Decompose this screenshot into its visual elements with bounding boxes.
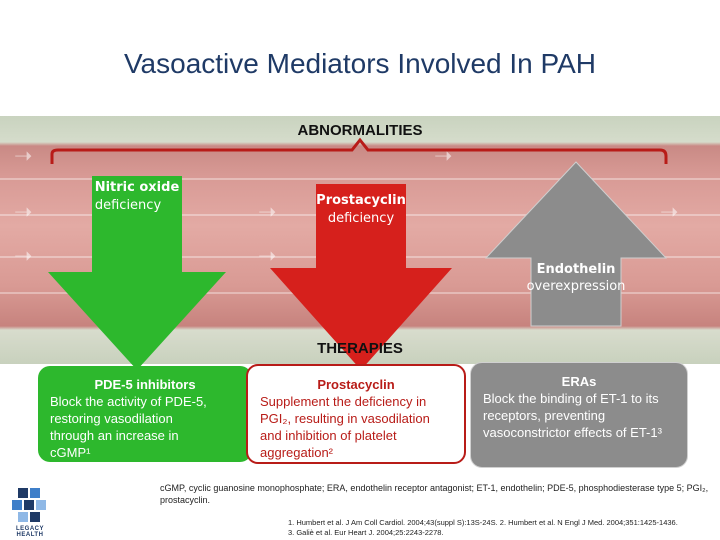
therapy-box-pde5: PDE-5 inhibitors Block the activity of P… bbox=[38, 366, 252, 462]
abbreviations-footnote: cGMP, cyclic guanosine monophosphate; ER… bbox=[160, 483, 709, 505]
therapy-line: Block the activity of PDE-5, bbox=[50, 394, 207, 409]
endothelin-title: Endothelin bbox=[536, 262, 616, 277]
blood-vessel-background: ➝ ➝ ➝ ➝ ➝ ➝ ➝ bbox=[0, 116, 720, 364]
therapy-title: PDE-5 inhibitors bbox=[94, 377, 196, 392]
flow-arrow-icon: ➝ bbox=[660, 200, 679, 225]
therapy-line: receptors, preventing bbox=[483, 408, 606, 423]
slide-title: Vasoactive Mediators Involved In PAH bbox=[123, 48, 597, 79]
therapy-line: Supplement the deficiency in bbox=[260, 394, 427, 409]
therapy-line: restoring vasodilation bbox=[50, 411, 173, 426]
flow-arrow-icon: ➝ bbox=[14, 144, 33, 169]
therapy-line: cGMP¹ bbox=[50, 445, 91, 460]
therapy-line: aggregation² bbox=[260, 445, 333, 460]
therapy-line: and inhibition of platelet bbox=[260, 428, 397, 443]
therapy-line: through an increase in bbox=[50, 428, 179, 443]
therapies-label: THERAPIES bbox=[317, 340, 403, 357]
therapy-box-prostacyclin: Prostacyclin Supplement the deficiency i… bbox=[246, 364, 466, 464]
therapy-box-eras: ERAs Block the binding of ET-1 to its re… bbox=[470, 362, 688, 468]
nitric-oxide-subtitle: deficiency bbox=[94, 198, 162, 213]
therapy-title: ERAs bbox=[561, 374, 597, 389]
flow-arrow-icon: ➝ bbox=[258, 244, 277, 269]
flow-arrow-icon: ➝ bbox=[14, 244, 33, 269]
nitric-oxide-title: Nitric oxide bbox=[94, 180, 180, 195]
flow-arrow-icon: ➝ bbox=[258, 200, 277, 225]
prostacyclin-title: Prostacyclin bbox=[316, 193, 406, 208]
therapy-line: PGI₂, resulting in vasodilation bbox=[260, 411, 430, 426]
therapy-line: Block the binding of ET-1 to its bbox=[483, 391, 659, 406]
flow-arrow-icon: ➝ bbox=[14, 200, 33, 225]
legacy-health-logo-icon bbox=[12, 488, 46, 522]
therapy-line: vasoconstrictor effects of ET-1³ bbox=[483, 425, 662, 440]
abnormalities-label: ABNORMALITIES bbox=[297, 122, 423, 139]
logo-text: LEGACY HEALTH bbox=[15, 526, 44, 538]
prostacyclin-subtitle: deficiency bbox=[327, 211, 395, 226]
flow-arrow-icon: ➝ bbox=[434, 144, 453, 169]
references: 1. Humbert et al. J Am Coll Cardiol. 200… bbox=[288, 518, 718, 538]
reference-line: 3. Galiè et al. Eur Heart J. 2004;25:224… bbox=[288, 528, 444, 537]
therapy-title: Prostacyclin bbox=[317, 377, 395, 392]
reference-line: 1. Humbert et al. J Am Coll Cardiol. 200… bbox=[288, 518, 678, 527]
endothelin-subtitle: overexpression bbox=[526, 279, 626, 294]
